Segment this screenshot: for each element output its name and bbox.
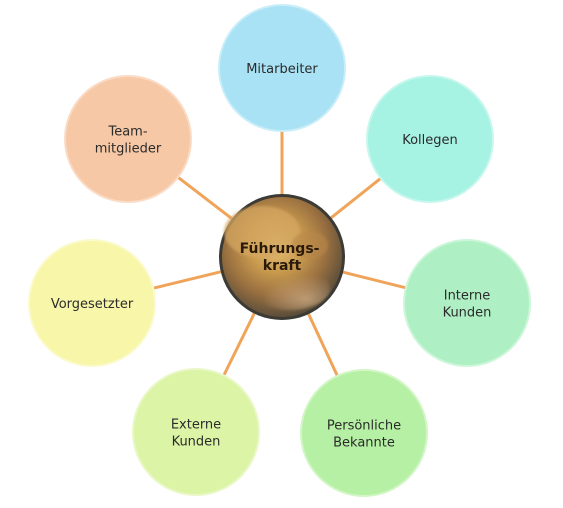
node-circle-externe-kunden [132,368,260,496]
node-label-line: Mitarbeiter [246,62,318,77]
node-label-vorgesetzter: Vorgesetzter [51,297,134,312]
node-circle-vorgesetzter [28,239,156,367]
node-teammitglieder: Team-mitglieder [64,75,192,203]
node-vorgesetzter: Vorgesetzter [28,239,156,367]
connector-kollegen [328,175,384,221]
center-node-fuehrungskraft: Führungs- kraft [219,194,345,320]
node-label-line: Bekannte [333,436,395,451]
node-label-line: Kunden [443,306,492,321]
center-label: Führungs- kraft [240,241,325,274]
node-label-line: Kunden [172,435,221,450]
node-circle-mitarbeiter [218,4,346,132]
node-label-line: Persönliche [327,419,401,434]
node-label-line: mitglieder [95,142,162,157]
node-circle-teammitglieder [64,75,192,203]
lion-body-shape [250,266,330,310]
connector-lines [150,129,409,379]
node-label-line: Kollegen [402,133,458,148]
node-circle-interne-kunden [403,239,531,367]
node-label-line: Team- [107,125,147,140]
lion-mane-shape [224,206,300,258]
node-label-mitarbeiter: Mitarbeiter [246,62,318,77]
node-kollegen: Kollegen [366,75,494,203]
connector-persoenliche-bekannte [306,311,340,379]
connector-vorgesetzter [150,269,224,291]
node-circle-persoenliche-bekannte [300,369,428,497]
node-circle-kollegen [366,75,494,203]
lion-head-shape [292,231,328,259]
connector-interne-kunden [340,270,409,290]
node-mitarbeiter: Mitarbeiter [218,4,346,132]
connector-externe-kunden [221,311,257,378]
node-label-kollegen: Kollegen [402,133,458,148]
node-label-line: Interne [444,289,491,304]
node-label-teammitglieder: Team-mitglieder [95,125,162,157]
connector-teammitglieder [175,174,235,222]
node-label-line: Vorgesetzter [51,297,134,312]
center-label-line-1: Führungs- [240,241,320,257]
node-label-line: Externe [171,418,221,433]
center-label-line-2: kraft [263,258,302,274]
